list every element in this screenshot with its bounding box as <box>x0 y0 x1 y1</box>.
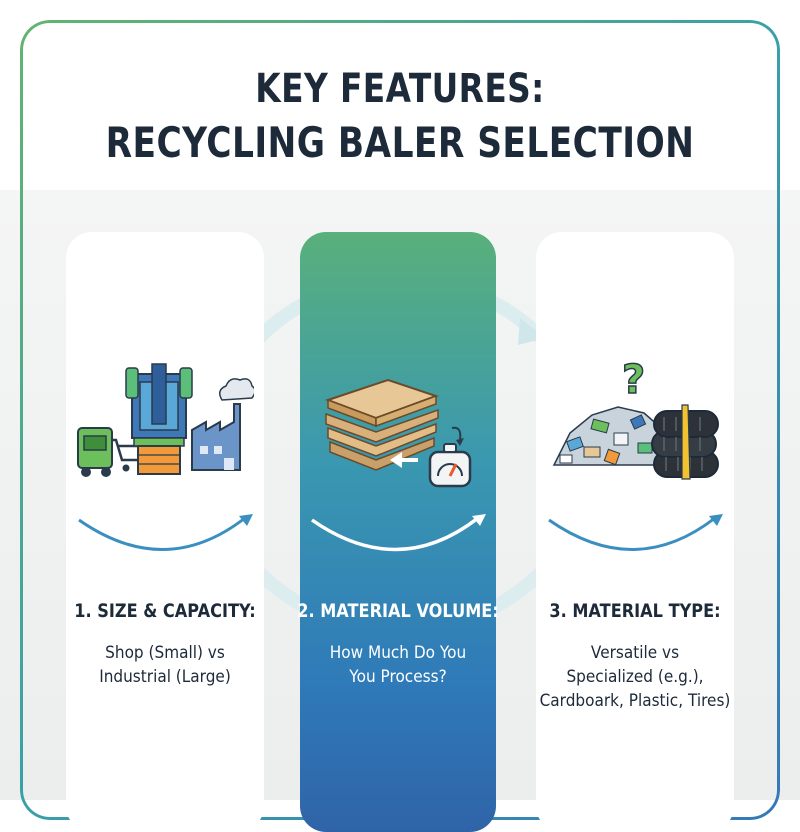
title-line-1: KEY FEATURES: <box>255 66 545 112</box>
flow-arrow-3 <box>548 514 723 551</box>
card-3-line: Versatile vs <box>590 643 680 663</box>
card-3-heading: 3. MATERIAL TYPE: <box>549 600 721 622</box>
flow-arrow-2 <box>310 514 486 552</box>
mixed-waste-and-tires-icon: ? <box>552 356 719 480</box>
card-3-description: Versatile vs Specialized (e.g.), Cardboa… <box>527 641 743 713</box>
card-2-description: How Much Do You You Process? <box>290 641 506 689</box>
baler-machine-with-factory-icon <box>77 363 254 477</box>
title-line-2: RECYCLING BALER SELECTION <box>105 118 695 167</box>
card-3-line: Cardboark, Plastic, Tires) <box>539 691 731 711</box>
card-1-heading: 1. SIZE & CAPACITY: <box>74 600 256 622</box>
cardboard-stack-with-gauge-icon <box>325 378 472 488</box>
svg-text:?: ? <box>622 357 645 403</box>
card-2-line: How Much Do You <box>329 643 467 663</box>
card-3-line: Specialized (e.g.), <box>566 667 704 687</box>
card-1-description: Shop (Small) vs Industrial (Large) <box>57 641 273 689</box>
flow-arrow-1 <box>78 514 253 551</box>
card-1-line: Industrial (Large) <box>99 667 231 687</box>
card-1-line: Shop (Small) vs <box>105 643 225 663</box>
card-2-heading: 2. MATERIAL VOLUME: <box>297 600 499 622</box>
card-2-line: You Process? <box>349 667 447 687</box>
